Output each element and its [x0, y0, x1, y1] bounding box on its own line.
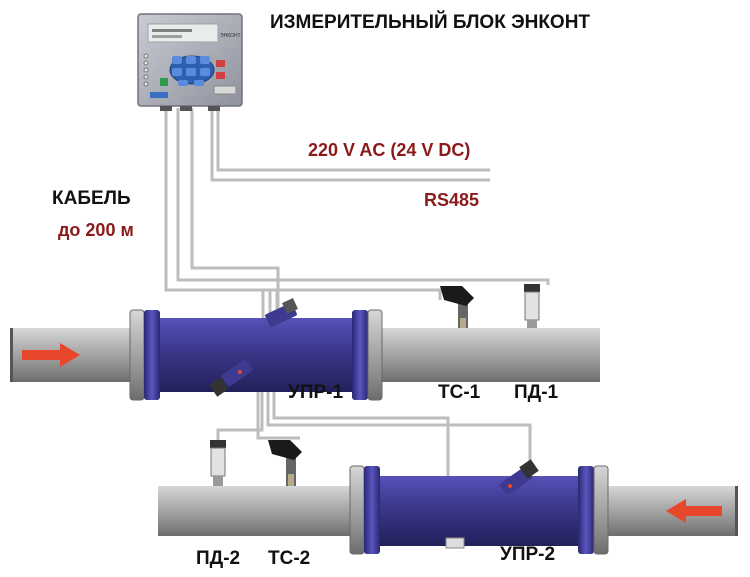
flowmeter-transducer-lower-icon — [209, 359, 253, 397]
pressure-sensor-2-label: ПД-2 — [196, 548, 241, 569]
pressure-sensor-1-icon — [524, 284, 540, 328]
flow-arrow-right-icon — [22, 343, 80, 367]
flowmeter-transducer-2-lower-icon — [445, 537, 465, 549]
flow-arrow-left-icon — [666, 499, 722, 523]
device-name: ЭНКОНТ — [220, 33, 241, 39]
pressure-sensor-2-icon — [210, 440, 226, 486]
temperature-sensor-1-icon — [440, 286, 474, 328]
temperature-sensor-2-icon — [268, 440, 302, 486]
cable-lines — [164, 108, 550, 540]
temp-sensor-2-label: ТС-2 — [268, 548, 311, 569]
flowmeter-transducer-2-icon — [499, 459, 539, 496]
flowmeter-1-label: УПР-1 — [288, 382, 344, 403]
cable-label: КАБЕЛЬ — [52, 188, 131, 209]
keypad — [160, 55, 225, 86]
temp-sensor-1-label: ТС-1 — [438, 382, 481, 403]
flowmeter-transducer-upper-icon — [265, 298, 298, 328]
interface-label: RS485 — [424, 190, 480, 210]
power-label: 220 V AC (24 V DC) — [308, 140, 471, 160]
flowmeter-2-label: УПР-2 — [500, 544, 556, 565]
measurement-unit: ЭНКОНТ — [137, 13, 243, 111]
pipeline-1 — [10, 284, 600, 401]
pressure-sensor-1-label: ПД-1 — [514, 382, 559, 403]
cable-length-label: до 200 м — [58, 220, 134, 240]
pipeline-2 — [158, 440, 738, 555]
unit-title: ИЗМЕРИТЕЛЬНЫЙ БЛОК ЭНКОНТ — [270, 12, 591, 33]
indicator-leds — [143, 53, 149, 87]
